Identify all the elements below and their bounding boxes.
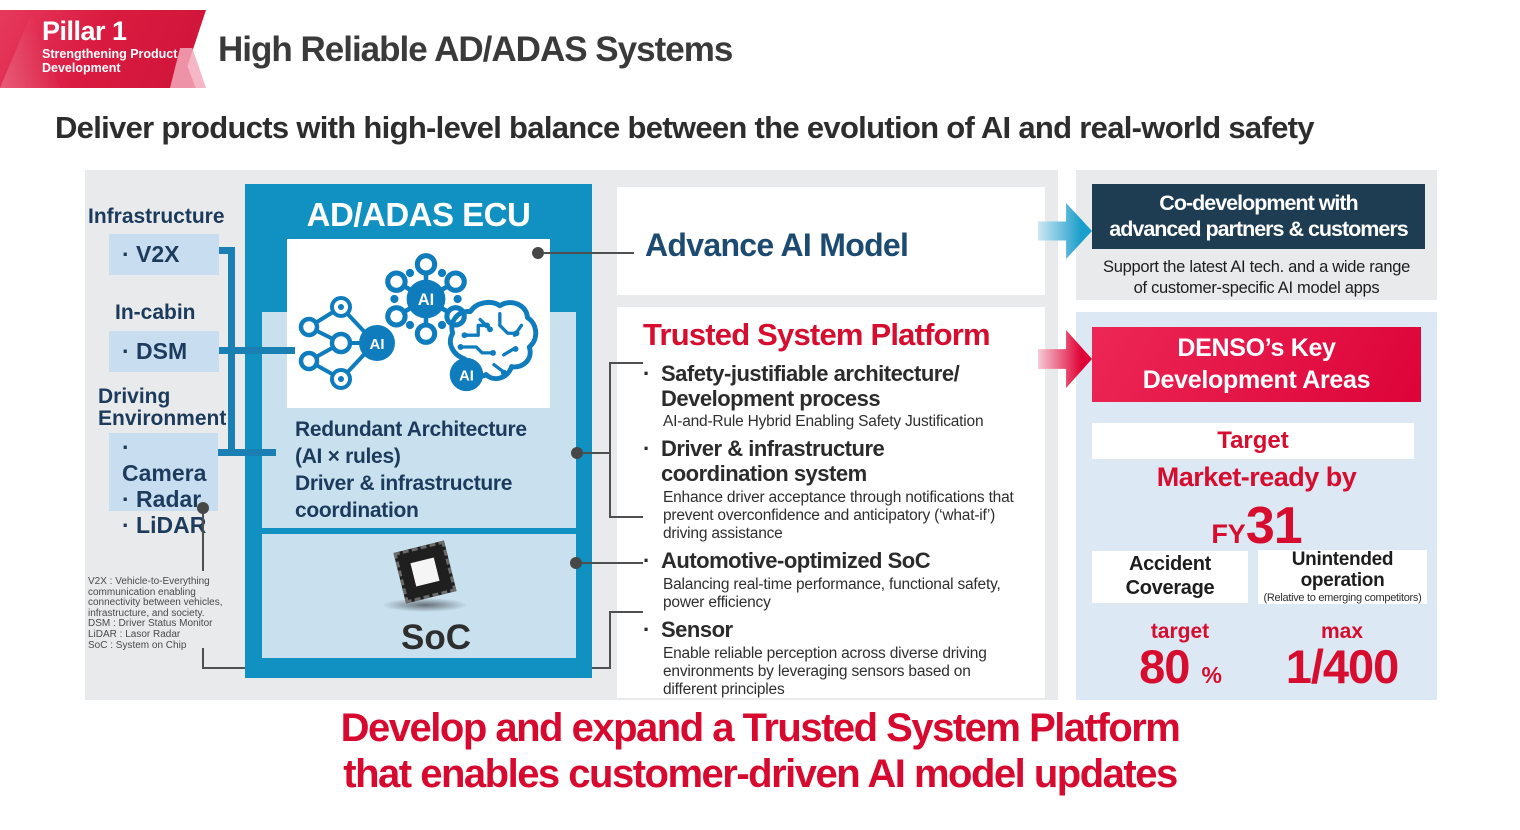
redundant-connector-dot [571, 447, 583, 459]
fy-prefix: FY [1211, 519, 1246, 549]
soc-connector-line [582, 562, 643, 564]
bullet-desc: Enhance driver acceptance through notifi… [663, 488, 1014, 542]
codev-box: Co-development with advanced partners & … [1092, 184, 1425, 249]
fy-value: 31 [1245, 497, 1303, 555]
conclusion-line-1: Develop and expand a Trusted System Plat… [340, 706, 1181, 750]
bullet-title-automotive-soc: Automotive-optimized SoC [661, 548, 931, 573]
bracket-feed-line [583, 452, 609, 454]
bullet-dot: · [643, 616, 651, 642]
metric-box-accident-coverage: Accident Coverage [1092, 551, 1248, 603]
dsm-connector-line [219, 347, 295, 354]
denso-key-areas-box: DENSO’s Key Development Areas [1092, 327, 1421, 402]
denso-key-areas-title: DENSO’s Key Development Areas [1142, 334, 1371, 394]
bullet-desc: AI-and-Rule Hybrid Enabling Safety Justi… [663, 413, 984, 431]
bracket-top-stub [609, 362, 643, 364]
ad-adas-ecu-block: AD/ADAS ECU AI [245, 184, 592, 678]
input-box-sensors: · Camera · Radar · LiDAR [109, 433, 218, 538]
platform-bullet: · Sensor [643, 616, 1027, 643]
svg-text:AI: AI [418, 291, 434, 309]
page-title: High Reliable AD/ADAS Systems [218, 30, 733, 69]
bullet-title-safety-architecture: Safety-justifiable architecture/ Develop… [661, 361, 960, 411]
group-label-driving-environment: Driving Environment [98, 385, 227, 431]
bullet-dot: · [643, 361, 651, 386]
advance-connector-dot [532, 247, 544, 259]
sensor-camera: · Camera [122, 434, 207, 486]
metric-number: 1/400 [1285, 640, 1400, 693]
input-box-dsm: · DSM [109, 331, 219, 372]
redundant-architecture-label: Redundant Architecture (AI × rules) Driv… [295, 418, 527, 522]
platform-bullet: · Driver & infrastructure coordination s… [643, 436, 1027, 486]
metric-qualifier: target [1150, 620, 1210, 643]
v2x-connector-line [219, 247, 235, 254]
soc-label: SoC [401, 618, 471, 657]
bracket-bottom-stub [609, 516, 643, 518]
metric-box-unintended-operation: Unintended operation (Relative to emergi… [1258, 548, 1427, 605]
bracket-vertical-line [609, 362, 611, 518]
neural-net-ai-icon: AI [298, 296, 395, 390]
bullet-desc: Balancing real-time performance, functio… [663, 575, 1001, 611]
advance-ai-model-title: Advance AI Model [645, 227, 909, 263]
svg-text:AI: AI [370, 336, 385, 353]
metric-value-unintended: 1/400 [1252, 643, 1432, 690]
sensor-bracket-stub [609, 611, 643, 613]
conclusion-line-2: that enables customer-driven AI model up… [343, 752, 1178, 796]
soc-box: SoC [262, 534, 576, 658]
advance-ai-model-box: Advance AI Model [617, 187, 1045, 295]
platform-title: Trusted System Platform [643, 317, 991, 352]
camera-connector-line [218, 449, 276, 456]
soc-chip-icon [393, 540, 457, 604]
codev-desc: Support the latest AI tech. and a wide r… [1103, 258, 1410, 297]
bullet-title-driver-coordination: Driver & infrastructure coordination sys… [661, 436, 885, 486]
advance-connector-line [544, 252, 634, 254]
metric-unit: % [1201, 662, 1221, 688]
bullet-dot: · [643, 436, 651, 462]
pillar-badge-title: Pillar 1 [42, 16, 127, 46]
ecu-title: AD/ADAS ECU [306, 196, 531, 233]
fiscal-year-target: FY31 [1076, 496, 1437, 556]
lidar-connector-dot [197, 502, 209, 514]
target-label: Target [1217, 427, 1289, 454]
brain-circuit-ai-icon: AI [447, 300, 539, 392]
metric-note: (Relative to emerging competitors) [1263, 592, 1422, 605]
group-label-infrastructure: Infrastructure [88, 205, 225, 228]
pillar-badge-subtitle: Strengthening Product Development [42, 47, 178, 76]
platform-bullet: · Automotive-optimized SoC [643, 548, 1027, 574]
lead-statement: Deliver products with high-level balance… [55, 110, 1314, 145]
lidar-connector-line [202, 648, 204, 669]
input-box-v2x: · V2X [109, 234, 219, 275]
bullet-dot: · [643, 548, 651, 573]
bullet-title-sensor: Sensor [661, 616, 733, 642]
trusted-system-platform-box: Trusted System Platform · Safety-justifi… [617, 307, 1045, 698]
market-ready-label: Market-ready by [1156, 462, 1357, 492]
chip-shadow [382, 598, 468, 612]
platform-bullet: · Safety-justifiable architecture/ Devel… [643, 361, 1027, 411]
lidar-connector-line [202, 513, 204, 571]
metric-name: Unintended operation [1291, 548, 1394, 591]
bullet-desc: Enable reliable perception across divers… [663, 644, 987, 698]
target-bar: Target [1092, 423, 1414, 459]
metric-number: 80 [1139, 640, 1190, 693]
pillar-badge [0, 10, 206, 88]
svg-text:AI: AI [459, 368, 474, 384]
chip-core [410, 557, 440, 587]
sensor-bracket-vertical [609, 611, 611, 669]
sensor-radar: · Radar [122, 486, 202, 512]
codev-title: Co-development with advanced partners & … [1109, 190, 1408, 241]
metric-value-accident: 80 % [1092, 643, 1268, 690]
ai-models-box: AI AI [287, 239, 550, 408]
soc-connector-dot [570, 557, 582, 569]
abbreviations-footnote: V2X : Vehicle-to-Everything communicatio… [88, 576, 223, 651]
metric-name: Accident Coverage [1125, 553, 1215, 599]
group-label-in-cabin: In-cabin [115, 301, 196, 324]
sensor-lidar: · LiDAR [122, 512, 207, 538]
metric-qualifier: max [1320, 620, 1364, 643]
